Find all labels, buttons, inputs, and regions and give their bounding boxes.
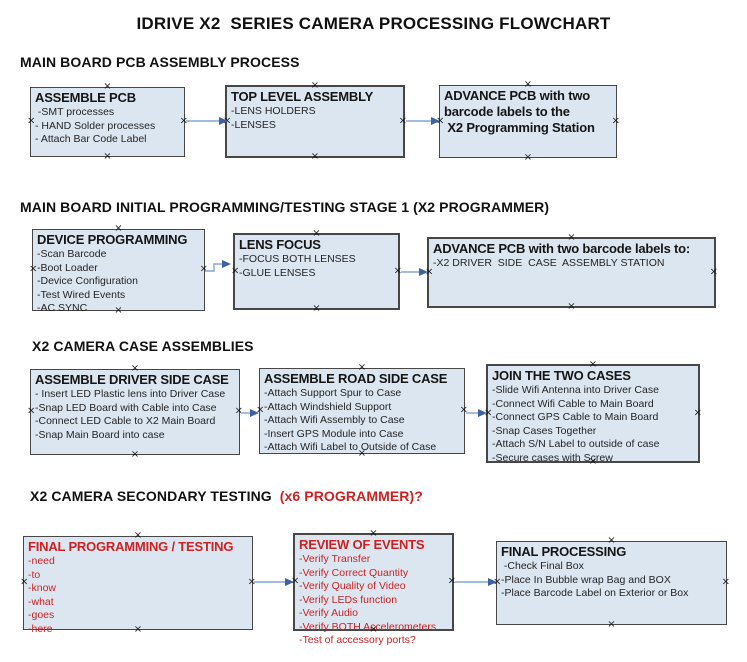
connection-anchor-icon: × [567, 301, 576, 312]
box-title: REVIEW OF EVENTS [299, 537, 425, 552]
connection-anchor-icon: × [611, 115, 620, 126]
connection-anchor-icon: × [709, 266, 718, 277]
connection-anchor-icon: × [130, 449, 140, 460]
connection-anchor-icon: × [247, 576, 256, 588]
flow-box-assemble-driver-side-case: ASSEMBLE DRIVER SIDE CASE - Insert LED P… [27, 364, 243, 460]
arrow-road-to-join [466, 409, 487, 417]
section-heading-pcb-assembly: MAIN BOARD PCB ASSEMBLY PROCESS [20, 54, 300, 70]
box-title: ASSEMBLE PCB [35, 90, 136, 105]
flow-box-device-programming: DEVICE PROGRAMMING -Scan Barcode -Boot L… [29, 224, 208, 316]
connection-anchor-icon: × [310, 151, 320, 162]
box-items: -Verify Transfer -Verify Correct Quantit… [299, 553, 437, 646]
box-items: -need -to -know -what -goes -here [28, 555, 57, 635]
arrow-driver-to-road [241, 409, 259, 417]
box-title: TOP LEVEL ASSEMBLY [231, 89, 374, 104]
box-items: - Insert LED Plastic lens into Driver Ca… [35, 388, 226, 441]
connection-anchor-icon: × [693, 407, 702, 418]
heading-text: MAIN BOARD INITIAL PROGRAMMING/TESTING S… [20, 199, 550, 215]
arrow-review-to-finalproc [455, 578, 497, 586]
box-title: ASSEMBLE DRIVER SIDE CASE [35, 372, 229, 387]
box-items: -X2 DRIVER SIDE CASE ASSEMBLY STATION [433, 257, 665, 269]
connection-anchor-icon: × [398, 115, 407, 126]
box-title: ADVANCE PCB with two barcode labels to: [433, 241, 691, 256]
connection-anchor-icon: × [393, 265, 402, 276]
box-items: -SMT processes - HAND Solder processes -… [35, 106, 156, 145]
heading-text: X2 CAMERA CASE ASSEMBLIES [32, 338, 254, 354]
connection-anchor-icon: × [459, 404, 468, 416]
flow-box-review-of-events: REVIEW OF EVENTS -Verify Transfer -Verif… [291, 529, 456, 647]
flow-box-assemble-pcb: ASSEMBLE PCB -SMT processes - HAND Solde… [27, 82, 188, 162]
box-title: FINAL PROCESSING [501, 544, 627, 559]
box-title: ASSEMBLE ROAD SIDE CASE [264, 371, 448, 386]
connection-anchor-icon: × [234, 405, 243, 417]
flow-box-join-the-two-cases: JOIN THE TWO CASES -Slide Wifi Antenna i… [484, 360, 702, 467]
heading-text: MAIN BOARD PCB ASSEMBLY PROCESS [20, 54, 300, 70]
heading-text: X2 CAMERA SECONDARY TESTING [30, 488, 272, 504]
connection-anchor-icon: × [312, 303, 321, 314]
box-items: -Check Final Box -Place In Bubble wrap B… [501, 560, 689, 599]
flow-box-advance-pcb-driver-side: ADVANCE PCB with two barcode labels to: … [425, 233, 718, 312]
connection-anchor-icon: × [103, 151, 112, 162]
box-items: -Slide Wifi Antenna into Driver Case -Co… [492, 384, 660, 464]
connection-anchor-icon: × [607, 619, 616, 630]
arrow-lensfocus-to-advance2 [401, 268, 428, 276]
flow-box-advance-pcb-programming-station: ADVANCE PCB with two barcode labels to t… [436, 80, 620, 163]
arrow-assemble-to-toplevel [186, 117, 228, 125]
flow-box-lens-focus: LENS FOCUS -FOCUS BOTH LENSES -GLUE LENS… [231, 229, 402, 314]
box-items: -Attach Support Spur to Case -Attach Win… [264, 387, 437, 453]
arrow-toplevel-to-advance1 [406, 117, 440, 125]
box-title: FINAL PROGRAMMING / TESTING [28, 539, 234, 554]
box-title: ADVANCE PCB with two barcode labels to t… [444, 88, 595, 135]
section-heading-initial-programming: MAIN BOARD INITIAL PROGRAMMING/TESTING S… [20, 199, 549, 215]
flow-box-final-programming-testing: FINAL PROGRAMMING / TESTING -need -to -k… [20, 531, 256, 635]
flow-box-assemble-road-side-case: ASSEMBLE ROAD SIDE CASE -Attach Support … [256, 363, 468, 459]
flow-box-top-level-assembly: TOP LEVEL ASSEMBLY -LENS HOLDERS -LENSES… [223, 81, 407, 162]
box-title: DEVICE PROGRAMMING [37, 232, 188, 247]
box-title: JOIN THE TWO CASES [492, 368, 631, 383]
section-heading-case-assemblies: X2 CAMERA CASE ASSEMBLIES [32, 338, 254, 354]
box-items: -LENS HOLDERS -LENSES [231, 105, 316, 131]
box-items: -Scan Barcode -Boot Loader -Device Confi… [37, 248, 138, 314]
connection-anchor-icon: × [447, 575, 456, 587]
arrow-finalprog-to-review [254, 578, 294, 586]
box-items: -FOCUS BOTH LENSES -GLUE LENSES [239, 253, 356, 279]
arrow-device-to-lensfocus [205, 260, 231, 272]
connection-anchor-icon: × [721, 576, 730, 588]
section-heading-secondary-testing: X2 CAMERA SECONDARY TESTING (x6 PROGRAMM… [30, 488, 423, 504]
connection-anchor-icon: × [179, 115, 188, 127]
page-title: IDRIVE X2 SERIES CAMERA PROCESSING FLOWC… [136, 14, 611, 33]
connection-anchor-icon: × [199, 263, 208, 275]
heading-red-text: (x6 PROGRAMMER)? [271, 488, 423, 504]
connection-anchor-icon: × [523, 152, 533, 163]
flow-box-final-processing: FINAL PROCESSING -Check Final Box -Place… [493, 536, 730, 630]
box-title: LENS FOCUS [239, 237, 321, 252]
